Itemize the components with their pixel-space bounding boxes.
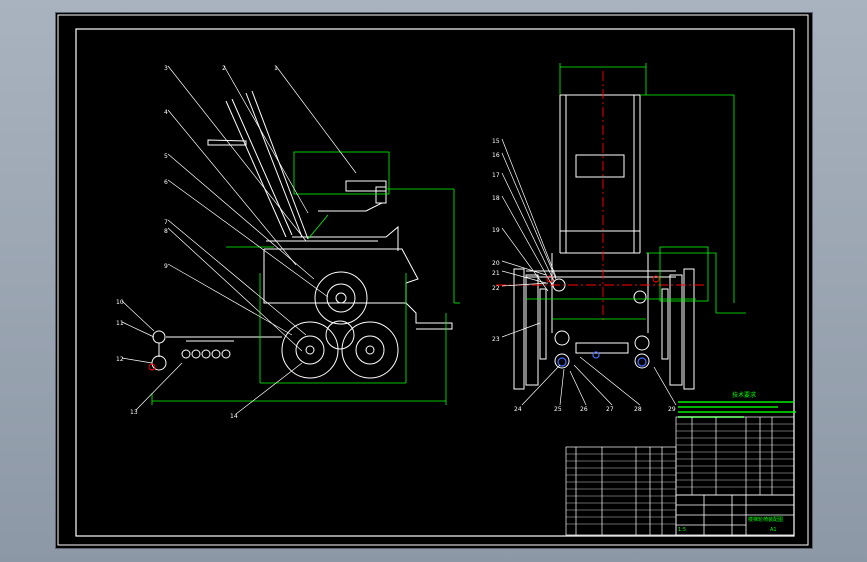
cad-drawing-viewport[interactable]: 3 2 1 4 5 6 7 8 9 10 11 12 13 14 <box>56 13 812 548</box>
front-view <box>513 94 695 390</box>
front-view-dimensions <box>526 63 746 320</box>
front-view-blue-parts <box>557 351 647 367</box>
outer-frame <box>57 14 809 546</box>
part-label-6: 6 <box>164 179 168 186</box>
side-view-part-labels: 3 2 1 4 5 6 7 8 9 10 11 12 13 14 <box>116 65 278 420</box>
part-label-5: 5 <box>164 153 168 160</box>
title-block <box>675 494 795 536</box>
side-view-leaders <box>121 65 357 415</box>
side-view <box>151 90 453 379</box>
parts-list-lower-rows <box>566 453 676 525</box>
part-label-8: 8 <box>164 228 168 235</box>
part-label-12: 12 <box>116 356 124 363</box>
part-label-20: 20 <box>492 260 500 267</box>
part-label-13: 13 <box>130 409 138 416</box>
drawing-sheet: A1 <box>770 527 777 533</box>
drawing-scale: 1:5 <box>678 527 686 533</box>
part-label-23: 23 <box>492 336 500 343</box>
part-label-19: 19 <box>492 227 500 234</box>
front-view-part-labels: 15 16 17 18 19 20 21 22 23 24 25 26 27 2… <box>492 138 676 413</box>
part-label-26: 26 <box>580 406 588 413</box>
part-label-16: 16 <box>492 152 500 159</box>
parts-list-upper <box>675 416 795 496</box>
technical-notes-title: 技术要求 <box>732 391 756 399</box>
side-view-dimensions <box>151 151 460 405</box>
part-label-4: 4 <box>164 109 168 116</box>
part-label-15: 15 <box>492 138 500 145</box>
part-label-7: 7 <box>164 219 168 226</box>
part-label-28: 28 <box>634 406 642 413</box>
parts-list-upper-rows <box>676 423 794 488</box>
assembly-drawing-canvas: 3 2 1 4 5 6 7 8 9 10 11 12 13 14 <box>57 14 809 546</box>
front-view-leaders <box>501 138 677 406</box>
part-label-11: 11 <box>116 320 124 327</box>
part-label-1: 1 <box>274 65 278 72</box>
part-label-21: 21 <box>492 270 500 277</box>
part-label-25: 25 <box>554 406 562 413</box>
part-label-18: 18 <box>492 195 500 202</box>
part-label-2: 2 <box>222 65 226 72</box>
part-label-3: 3 <box>164 65 168 72</box>
part-label-27: 27 <box>606 406 614 413</box>
part-label-9: 9 <box>164 263 168 270</box>
technical-notes: 技术要求 <box>678 391 796 418</box>
inner-frame <box>75 28 795 537</box>
part-label-24: 24 <box>514 406 522 413</box>
part-label-22: 22 <box>492 285 500 292</box>
drawing-name: 楼梯轮椅装配图 <box>748 516 783 523</box>
part-label-10: 10 <box>116 299 124 306</box>
part-label-17: 17 <box>492 172 500 179</box>
parts-list-lower <box>565 446 677 536</box>
part-label-29: 29 <box>668 406 676 413</box>
part-label-14: 14 <box>230 413 238 420</box>
